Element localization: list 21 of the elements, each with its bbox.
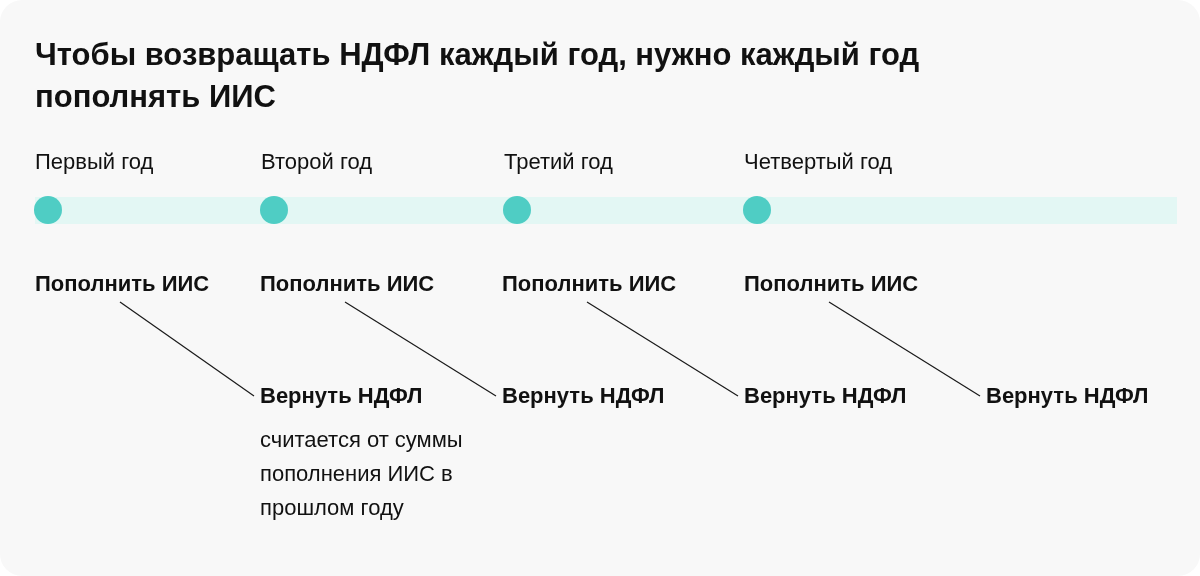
connector-line [119,301,255,397]
step-label: Пополнить ИИС [502,270,677,298]
step-label: Вернуть НДФЛ [502,382,665,410]
year-label: Третий год [504,148,613,176]
connector-line [586,301,739,397]
timeline-dot [34,196,62,224]
connector-line [344,301,497,397]
timeline-dot [743,196,771,224]
year-label: Четвертый год [744,148,893,176]
timeline-dot [503,196,531,224]
step-label: Пополнить ИИС [744,270,919,298]
step-note: считается от суммы пополнения ИИС в прошлом году [260,426,464,522]
year-label: Первый год [35,148,154,176]
timeline-dot [260,196,288,224]
connector-line [828,301,981,397]
step-label: Пополнить ИИС [260,270,435,298]
step-label: Пополнить ИИС [35,270,210,298]
step-label: Вернуть НДФЛ [986,382,1149,410]
diagram-title: Чтобы возвращать НДФЛ каждый год, нужно каждый год пополнять ИИС [35,36,921,116]
step-label: Вернуть НДФЛ [744,382,907,410]
year-label: Второй год [261,148,372,176]
